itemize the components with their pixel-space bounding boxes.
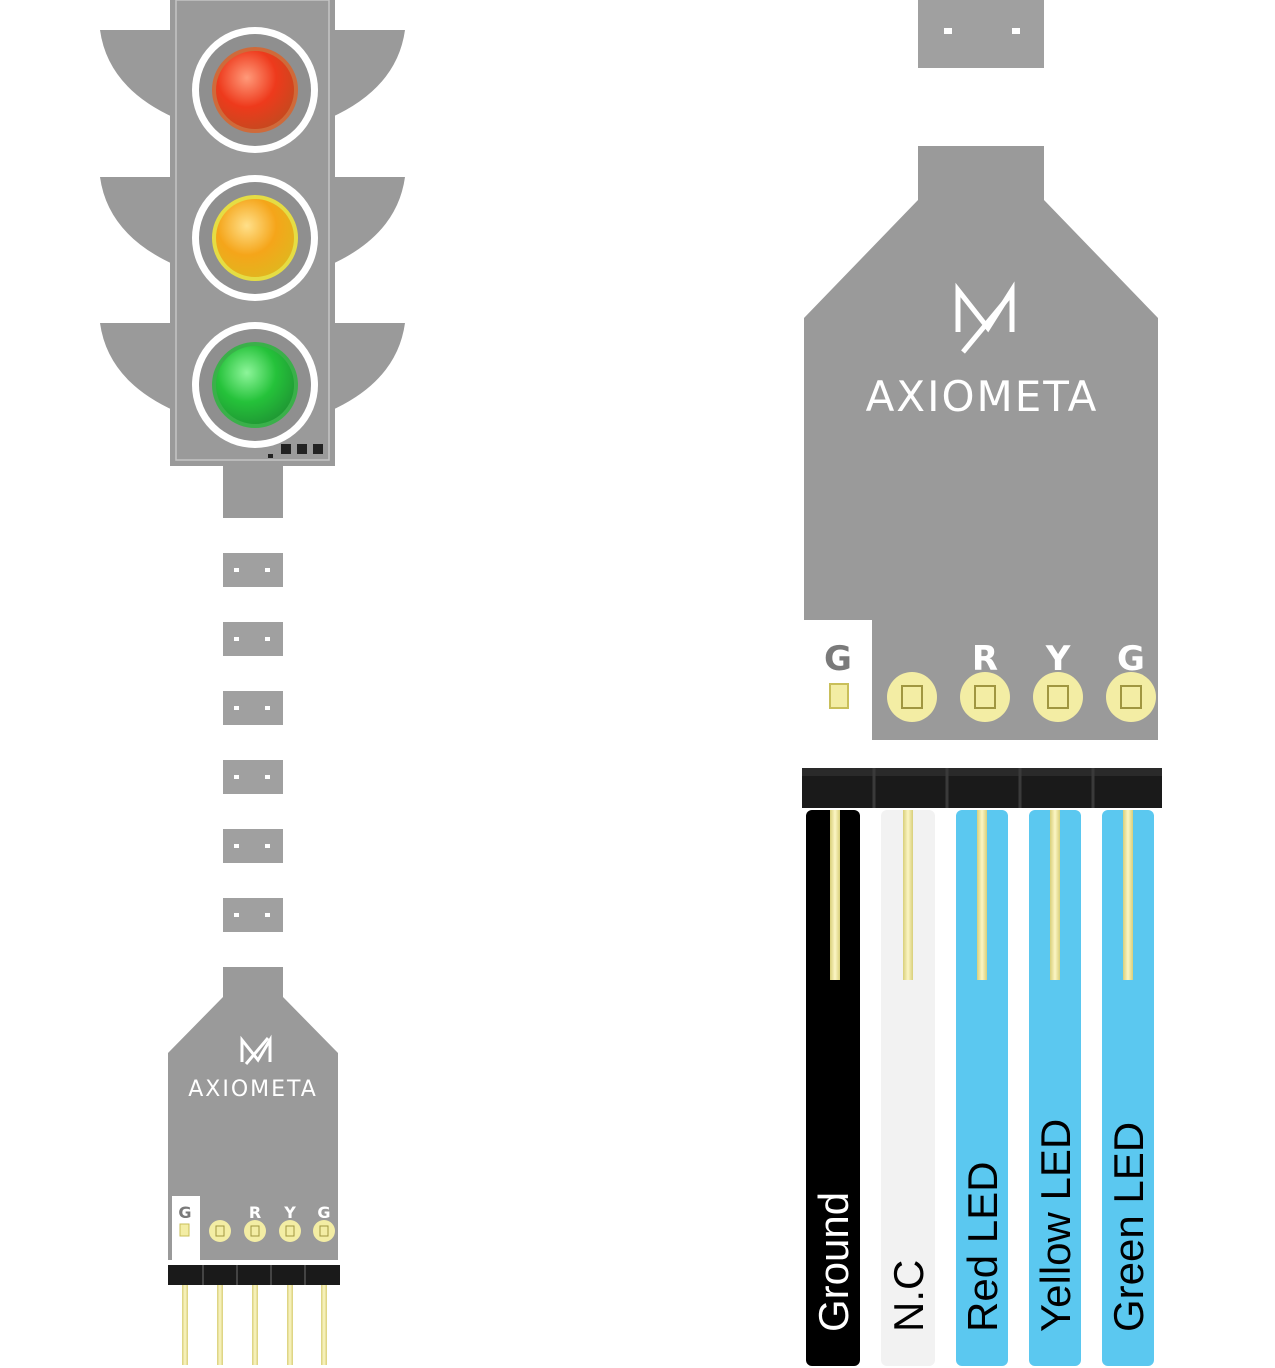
zoomed-board: [804, 146, 1158, 740]
traffic-light-board: [100, 0, 405, 518]
pad-nc: [887, 672, 937, 722]
wire-label-ground: Ground: [810, 1192, 857, 1332]
zoomed-connector: AXIOMETA G R Y G: [802, 0, 1162, 808]
small-connector-board: AXIOMETA G R Y G: [168, 967, 340, 1365]
wire-label-green-led: Green LED: [1105, 1122, 1152, 1332]
wire-label-red-led: Red LED: [959, 1162, 1006, 1332]
small-pin-label-r: R: [249, 1203, 261, 1222]
pad-yellow: [1033, 672, 1083, 722]
green-led: [212, 342, 298, 428]
pad-red: [960, 672, 1010, 722]
axiometa-logo-icon: [955, 281, 1015, 354]
wire-nc: N.C: [881, 810, 935, 1366]
wire-label-nc: N.C: [885, 1260, 932, 1332]
pole-segments: [223, 553, 283, 932]
pin-label-g1: G: [824, 639, 852, 679]
wire-green-led: Green LED: [1102, 810, 1154, 1366]
yellow-led: [212, 195, 298, 281]
wire-yellow-led: Yellow LED: [1029, 810, 1081, 1366]
wire-label-yellow-led: Yellow LED: [1032, 1119, 1079, 1332]
small-pin-label-g1: G: [178, 1203, 191, 1222]
small-axiometa-logo-icon: [240, 1034, 272, 1065]
visor-right-3: [330, 323, 405, 411]
visor-right-2: [330, 177, 405, 265]
visor-right-1: [330, 30, 405, 118]
small-pin-header: [168, 1265, 340, 1285]
brand-name: AXIOMETA: [866, 372, 1099, 421]
small-pin-label-g2: G: [317, 1203, 330, 1222]
red-led: [212, 47, 298, 133]
pole-stem: [223, 466, 283, 518]
small-pin-label-y: Y: [283, 1203, 296, 1222]
pad-ground: [829, 683, 849, 709]
wire-legend: Ground N.C Red LED Yellow LED Green LED: [806, 810, 1154, 1366]
visor-left-1: [100, 30, 175, 118]
wire-red-led: Red LED: [956, 810, 1008, 1366]
pad-green: [1106, 672, 1156, 722]
wire-ground: Ground: [806, 810, 860, 1366]
small-brand-name: AXIOMETA: [188, 1077, 318, 1102]
visor-left-2: [100, 177, 175, 265]
visor-left-3: [100, 323, 175, 411]
